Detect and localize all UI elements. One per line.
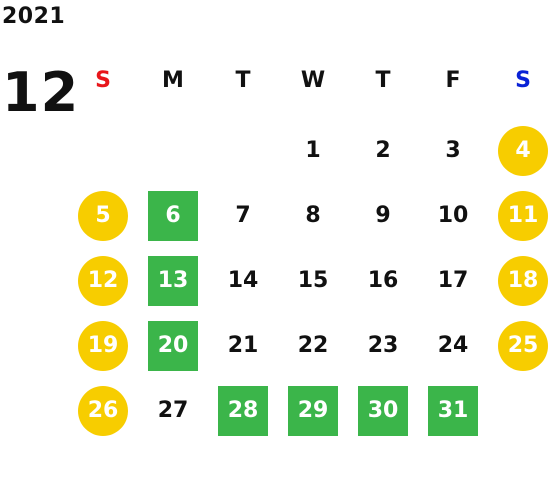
weekday-header: F: [445, 68, 461, 93]
day-cell[interactable]: 11: [498, 191, 548, 241]
weekday-header: M: [162, 68, 184, 93]
weekday-header: W: [300, 68, 326, 93]
day-cell[interactable]: 30: [358, 386, 408, 436]
weekday-header: S: [515, 68, 531, 93]
day-cell[interactable]: 7: [235, 203, 251, 228]
day-cell[interactable]: 14: [227, 268, 259, 293]
weekday-header: T: [375, 68, 391, 93]
day-cell[interactable]: 23: [367, 333, 399, 358]
month-number: 12: [2, 61, 80, 124]
day-cell[interactable]: 19: [78, 321, 128, 371]
day-cell[interactable]: 22: [297, 333, 329, 358]
day-cell[interactable]: 4: [498, 126, 548, 176]
day-cell[interactable]: 27: [157, 398, 189, 423]
year-label: 2021: [2, 4, 66, 29]
day-cell[interactable]: 24: [437, 333, 469, 358]
day-cell[interactable]: 13: [148, 256, 198, 306]
day-cell[interactable]: 8: [305, 203, 321, 228]
day-cell[interactable]: 29: [288, 386, 338, 436]
day-cell[interactable]: 1: [305, 138, 321, 163]
day-cell[interactable]: 5: [78, 191, 128, 241]
day-cell[interactable]: 2: [375, 138, 391, 163]
day-cell[interactable]: 31: [428, 386, 478, 436]
day-cell[interactable]: 3: [445, 138, 461, 163]
day-cell[interactable]: 28: [218, 386, 268, 436]
day-cell[interactable]: 25: [498, 321, 548, 371]
day-cell[interactable]: 20: [148, 321, 198, 371]
day-cell[interactable]: 17: [437, 268, 469, 293]
day-cell[interactable]: 12: [78, 256, 128, 306]
day-cell[interactable]: 9: [375, 203, 391, 228]
day-cell[interactable]: 16: [367, 268, 399, 293]
day-cell[interactable]: 6: [148, 191, 198, 241]
weekday-header: T: [235, 68, 251, 93]
day-cell[interactable]: 15: [297, 268, 329, 293]
day-cell[interactable]: 26: [78, 386, 128, 436]
day-cell[interactable]: 18: [498, 256, 548, 306]
day-cell[interactable]: 21: [227, 333, 259, 358]
weekday-header: S: [95, 68, 111, 93]
day-cell[interactable]: 10: [437, 203, 469, 228]
